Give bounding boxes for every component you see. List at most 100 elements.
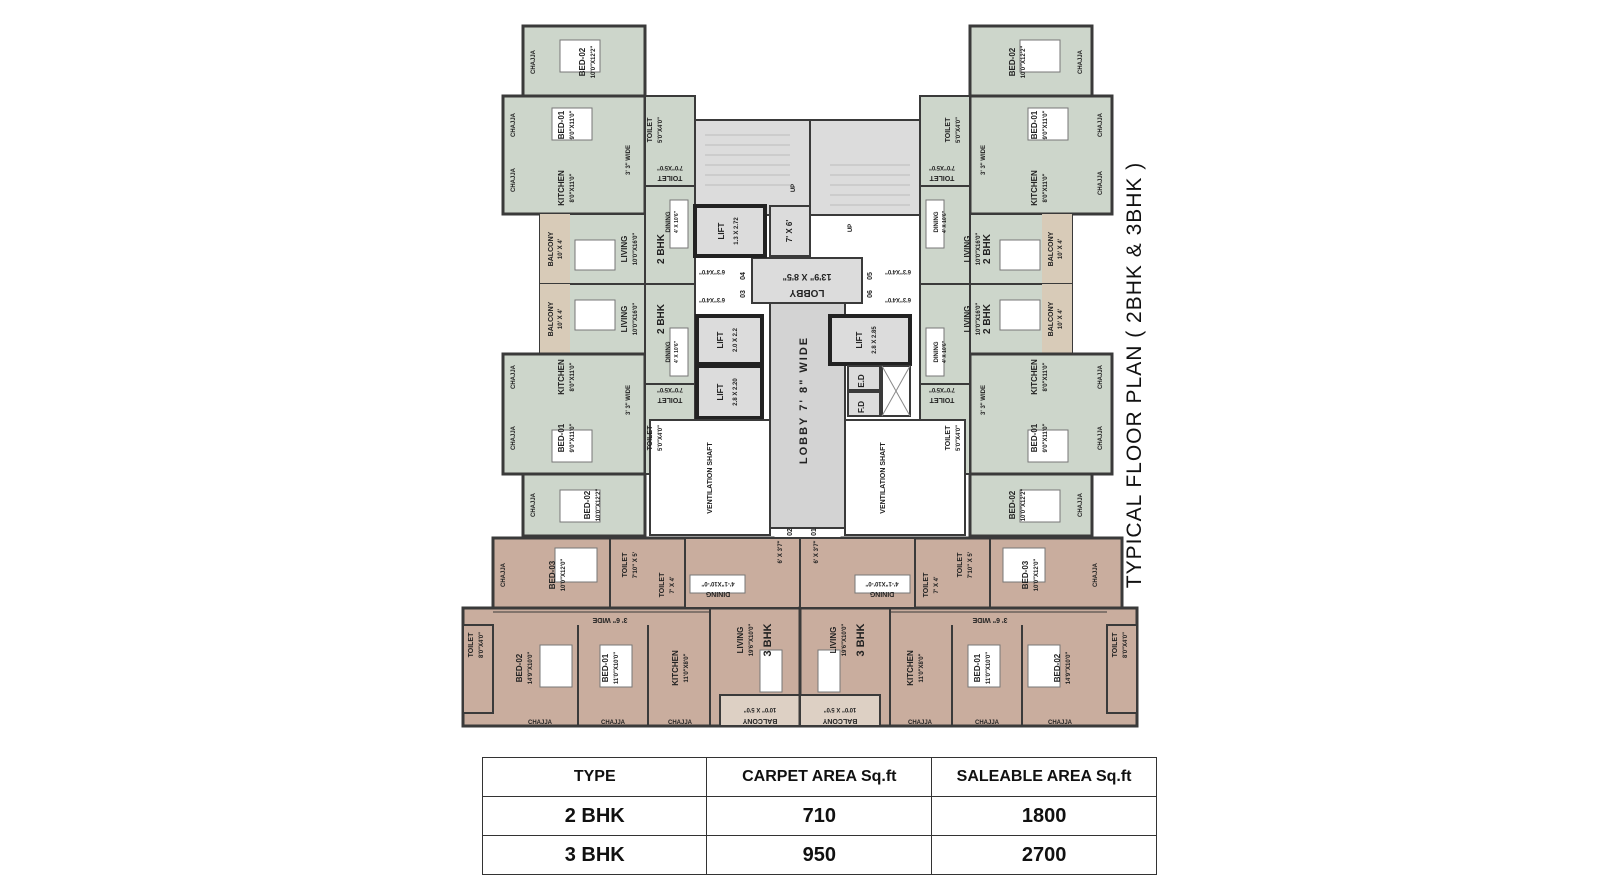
passage-label: 3' 6" WIDE [972,616,1007,623]
dining-size: 4' X 10'6" [942,340,948,363]
balcony-label: BALCONY [548,231,555,266]
toilet-s-size: 7' X 4' [670,576,676,593]
toilet-s-label: TOILET [923,572,930,597]
chajja-label: CHAJJA [1048,720,1073,726]
lift4-label: LIFT [855,331,864,348]
flat-no-04: 04 [740,272,747,280]
lobby-top-label: LOBBY [789,287,824,298]
type-label: 2 BHK [656,303,667,334]
bed2-label: BED-02 [578,47,587,76]
passage-label: 3' 6" WIDE [592,616,627,623]
bed2-label: BED-02 [1008,490,1017,519]
balcony-label: BALCONY [742,717,777,724]
chajja-label: CHAJJA [501,562,507,587]
toilet2-label: TOILET [657,174,682,181]
dining-size: 4' X 10'6" [674,340,680,363]
type-label: 2 BHK [656,233,667,264]
toilet-size: 5'0"X4'0" [956,117,962,143]
toilet-e-label: TOILET [468,632,475,657]
bed2-label: BED-02 [583,490,592,519]
kitchen-size: 8'0"X11'0" [570,173,576,202]
core [649,119,966,536]
bed3-size: 10'0"X12'0" [561,559,567,592]
toilet2-size: 7'0"X5'0" [657,386,683,392]
door-label: 6'3"X4'0" [885,268,911,274]
chajja-label: CHAJJA [1098,112,1104,137]
door-size-right: 6' X 3'7" [814,540,820,563]
bed2-label: BED-02 [1053,653,1062,682]
toilet-label: TOILET [647,425,654,450]
toilet-label: TOILET [647,117,654,142]
passage-label: 3' 3" WIDE [626,145,632,175]
header-carpet-area: CARPET AREA Sq.ft [706,757,933,797]
bed1-label: BED-01 [973,653,982,682]
chajja-label: CHAJJA [1098,425,1104,450]
toilet-label: TOILET [945,117,952,142]
passage-label: 7' X 6' [785,220,794,243]
bed2-size: 10'0"X12'2" [1021,489,1027,522]
lift3-size: 2.8 X 2.20 [733,378,739,406]
kitchen-size: 11'0"X8'0" [684,653,690,682]
toilet-e-size: 8'0"X4'0" [1123,632,1129,658]
chajja-label: CHAJJA [1093,562,1099,587]
bed1-size: 9'0"X11'0" [1043,110,1049,139]
labels-3bhk-left: BED-03 10'0"X12'0" CHAJJA TOILET 7'10" X… [468,551,777,726]
balcony-label: BALCONY [1048,231,1055,266]
table-header-row: TYPE CARPET AREA Sq.ft SALEABLE AREA Sq.… [481,757,1157,797]
toilet-size: 7'10" X 5' [633,551,639,578]
kitchen-label: KITCHEN [906,650,915,686]
balcony-label: BALCONY [1048,301,1055,336]
balcony-label: BALCONY [822,717,857,724]
up-label-2: UP [848,224,854,232]
shaft-left-label: VENTILATION SHAFT [707,442,714,514]
row-type: 3 BHK [481,835,708,875]
chajja-label: CHAJJA [511,425,517,450]
toilet-e-size: 8'0"X4'0" [479,632,485,658]
kitchen-label: KITCHEN [557,359,566,395]
kitchen-label: KITCHEN [1030,359,1039,395]
balcony-size: 10'0" X 5'0" [744,706,777,712]
passage-label: 3' 3" WIDE [981,385,987,415]
toilet-label: TOILET [957,552,964,577]
lift3-label: LIFT [716,383,725,400]
kitchen-label: KITCHEN [1030,170,1039,206]
chajja-label: CHAJJA [531,492,537,517]
flat-no-05: 05 [867,272,874,280]
toilet2-size: 7'0"X5'0" [657,164,683,170]
toilet-e-label: TOILET [1112,632,1119,657]
toilet-s-label: TOILET [659,572,666,597]
bed1-label: BED-01 [1030,110,1039,139]
door-label: 6'3"X4'0" [885,296,911,302]
bed2-size: 10'0"X12'2" [596,489,602,522]
chajja-label: CHAJJA [908,720,933,726]
row-saleable-area: 2700 [931,835,1157,875]
lift4-size: 2.8 X 2.85 [872,326,878,354]
chajja-label: CHAJJA [1078,492,1084,517]
chajja-label: CHAJJA [1098,364,1104,389]
chajja-label: CHAJJA [668,720,693,726]
door-label: 6'3"X4'0" [699,296,725,302]
lift1-label: LIFT [717,222,726,239]
living-label: LIVING [963,306,972,333]
chajja-label: CHAJJA [511,364,517,389]
chajja-label: CHAJJA [1078,49,1084,74]
bed2-size: 10'0"X12'2" [591,46,597,79]
labels-2bhk-mid-left: 6'3"X4'0" BALCONY 10' X 4' LIVING 10'0"X… [511,296,725,521]
area-table: TYPE CARPET AREA Sq.ft SALEABLE AREA Sq.… [481,757,1157,875]
bed2-label: BED-02 [1008,47,1017,76]
toilet2-size: 7'0"X5'0" [929,386,955,392]
dining-label: DINING [869,590,894,597]
type-label: 2 BHK [982,303,993,334]
lift2-label: LIFT [716,331,725,348]
header-saleable-area: SALEABLE AREA Sq.ft [931,757,1157,797]
chajja-label: CHAJJA [511,112,517,137]
living-label: LIVING [620,306,629,333]
living-size: 19'6"X10'0" [749,624,755,657]
bed1-size: 9'0"X11'0" [1043,423,1049,452]
bed1-size: 9'0"X11'0" [570,423,576,452]
living-label: LIVING [963,236,972,263]
dining-size: 4'-1"X10'-0" [865,580,898,586]
toilet2-label: TOILET [657,396,682,403]
bed3-size: 10'0"X12'0" [1034,559,1040,592]
